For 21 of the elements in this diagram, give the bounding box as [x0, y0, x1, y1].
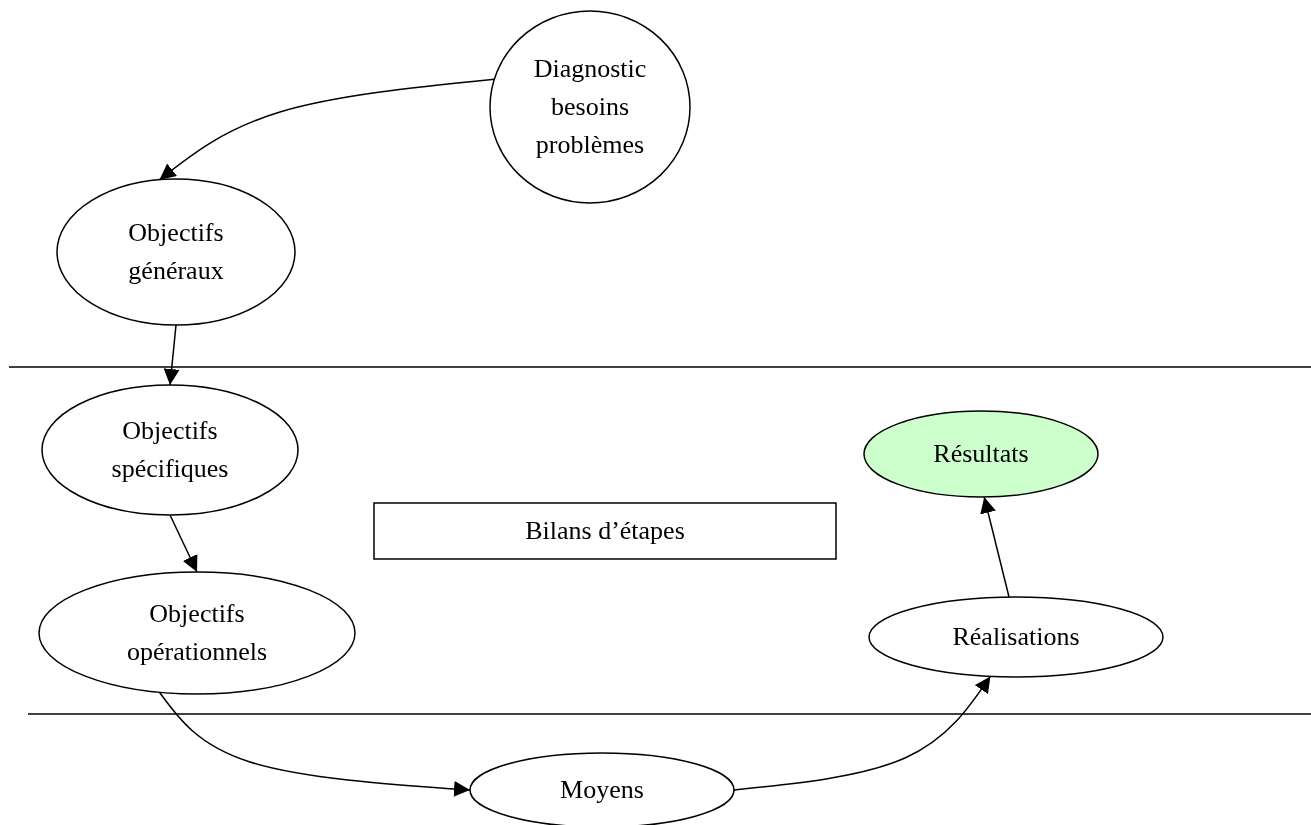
node-label: Objectifs opérationnels	[125, 598, 269, 668]
node-label: Moyens	[559, 774, 645, 806]
process-ellipse	[490, 11, 690, 203]
arrow	[733, 675, 992, 791]
arrow	[169, 514, 198, 573]
arrow	[163, 324, 180, 386]
node-label: Réalisations	[951, 621, 1081, 653]
process-ellipse	[39, 572, 355, 694]
arrow	[980, 496, 1010, 598]
arrow	[158, 691, 471, 797]
node-label: Objectifs spécifiques	[110, 415, 230, 485]
process-ellipse	[57, 179, 295, 325]
process-ellipse	[869, 597, 1163, 677]
process-box	[374, 503, 836, 559]
process-ellipse	[864, 411, 1098, 497]
arrow	[158, 78, 495, 181]
node-label: Objectifs généraux	[127, 217, 225, 287]
node-label: Bilans d’étapes	[524, 515, 686, 547]
node-label: Diagnostic besoins problèmes	[532, 53, 648, 161]
process-ellipse	[42, 385, 298, 515]
node-label: Résultats	[932, 438, 1030, 470]
